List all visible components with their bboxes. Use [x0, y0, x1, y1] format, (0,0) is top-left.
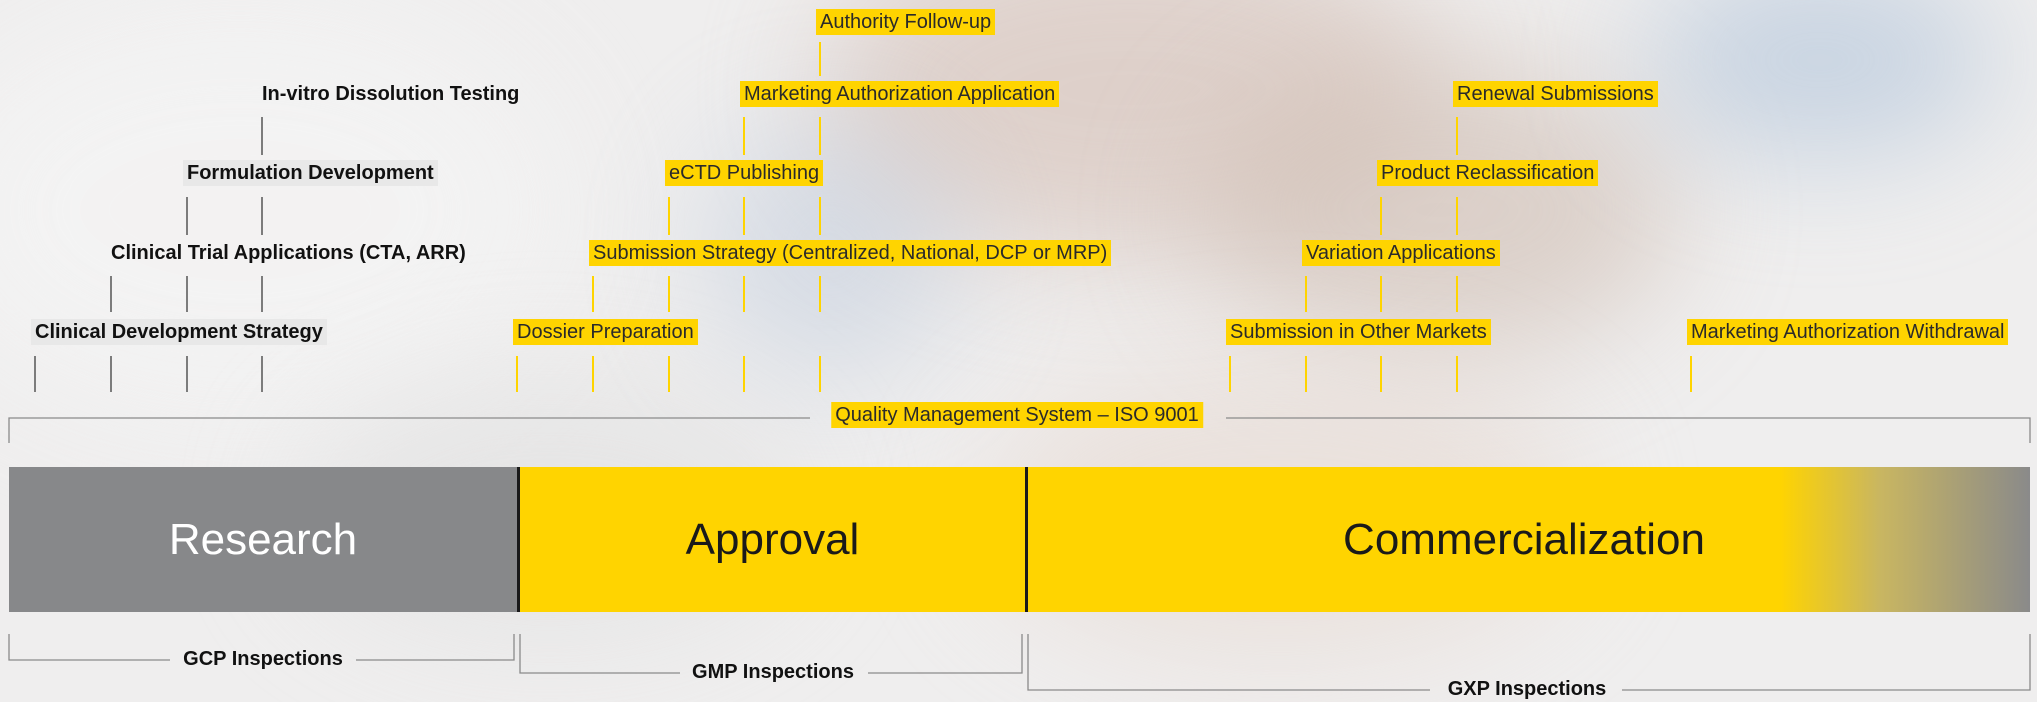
phase-commercialization-label: Commercialization [1343, 514, 1705, 564]
commercial-stems [1229, 117, 1692, 392]
phase-research-label: Research [168, 514, 358, 564]
label-submission-strategy: Submission Strategy (Centralized, Nation… [589, 240, 1112, 266]
label-marketing-authorization-application: Marketing Authorization Application [740, 81, 1060, 107]
label-marketing-authorization-withdrawal: Marketing Authorization Withdrawal [1687, 319, 2009, 345]
research-stems [34, 117, 263, 392]
label-authority-follow-up: Authority Follow-up [816, 9, 996, 35]
label-gcp-inspections: GCP Inspections [183, 648, 343, 670]
phase-commercialization: Commercialization [1025, 467, 2030, 612]
label-in-vitro-dissolution-testing: In-vitro Dissolution Testing [262, 83, 520, 105]
label-clinical-trial-applications: Clinical Trial Applications (CTA, ARR) [111, 242, 466, 264]
qms-bracket [8, 417, 2031, 443]
label-renewal-submissions: Renewal Submissions [1453, 81, 1658, 107]
label-submission-in-other-markets: Submission in Other Markets [1226, 319, 1491, 345]
label-gmp-inspections: GMP Inspections [692, 661, 854, 683]
phase-research: Research [9, 467, 517, 612]
approval-stems [516, 42, 821, 392]
label-dossier-preparation: Dossier Preparation [513, 319, 698, 345]
phase-approval: Approval [517, 467, 1025, 612]
label-product-reclassification: Product Reclassification [1377, 160, 1599, 186]
label-variation-applications: Variation Applications [1302, 240, 1500, 266]
label-quality-management-system: Quality Management System – ISO 9001 [831, 402, 1203, 428]
label-gxp-inspections: GXP Inspections [1447, 678, 1607, 700]
phase-approval-label: Approval [685, 514, 860, 564]
label-clinical-development-strategy: Clinical Development Strategy [31, 319, 327, 345]
label-ectd-publishing: eCTD Publishing [665, 160, 824, 186]
label-formulation-development: Formulation Development [183, 160, 438, 186]
inspection-brackets [8, 634, 2031, 691]
